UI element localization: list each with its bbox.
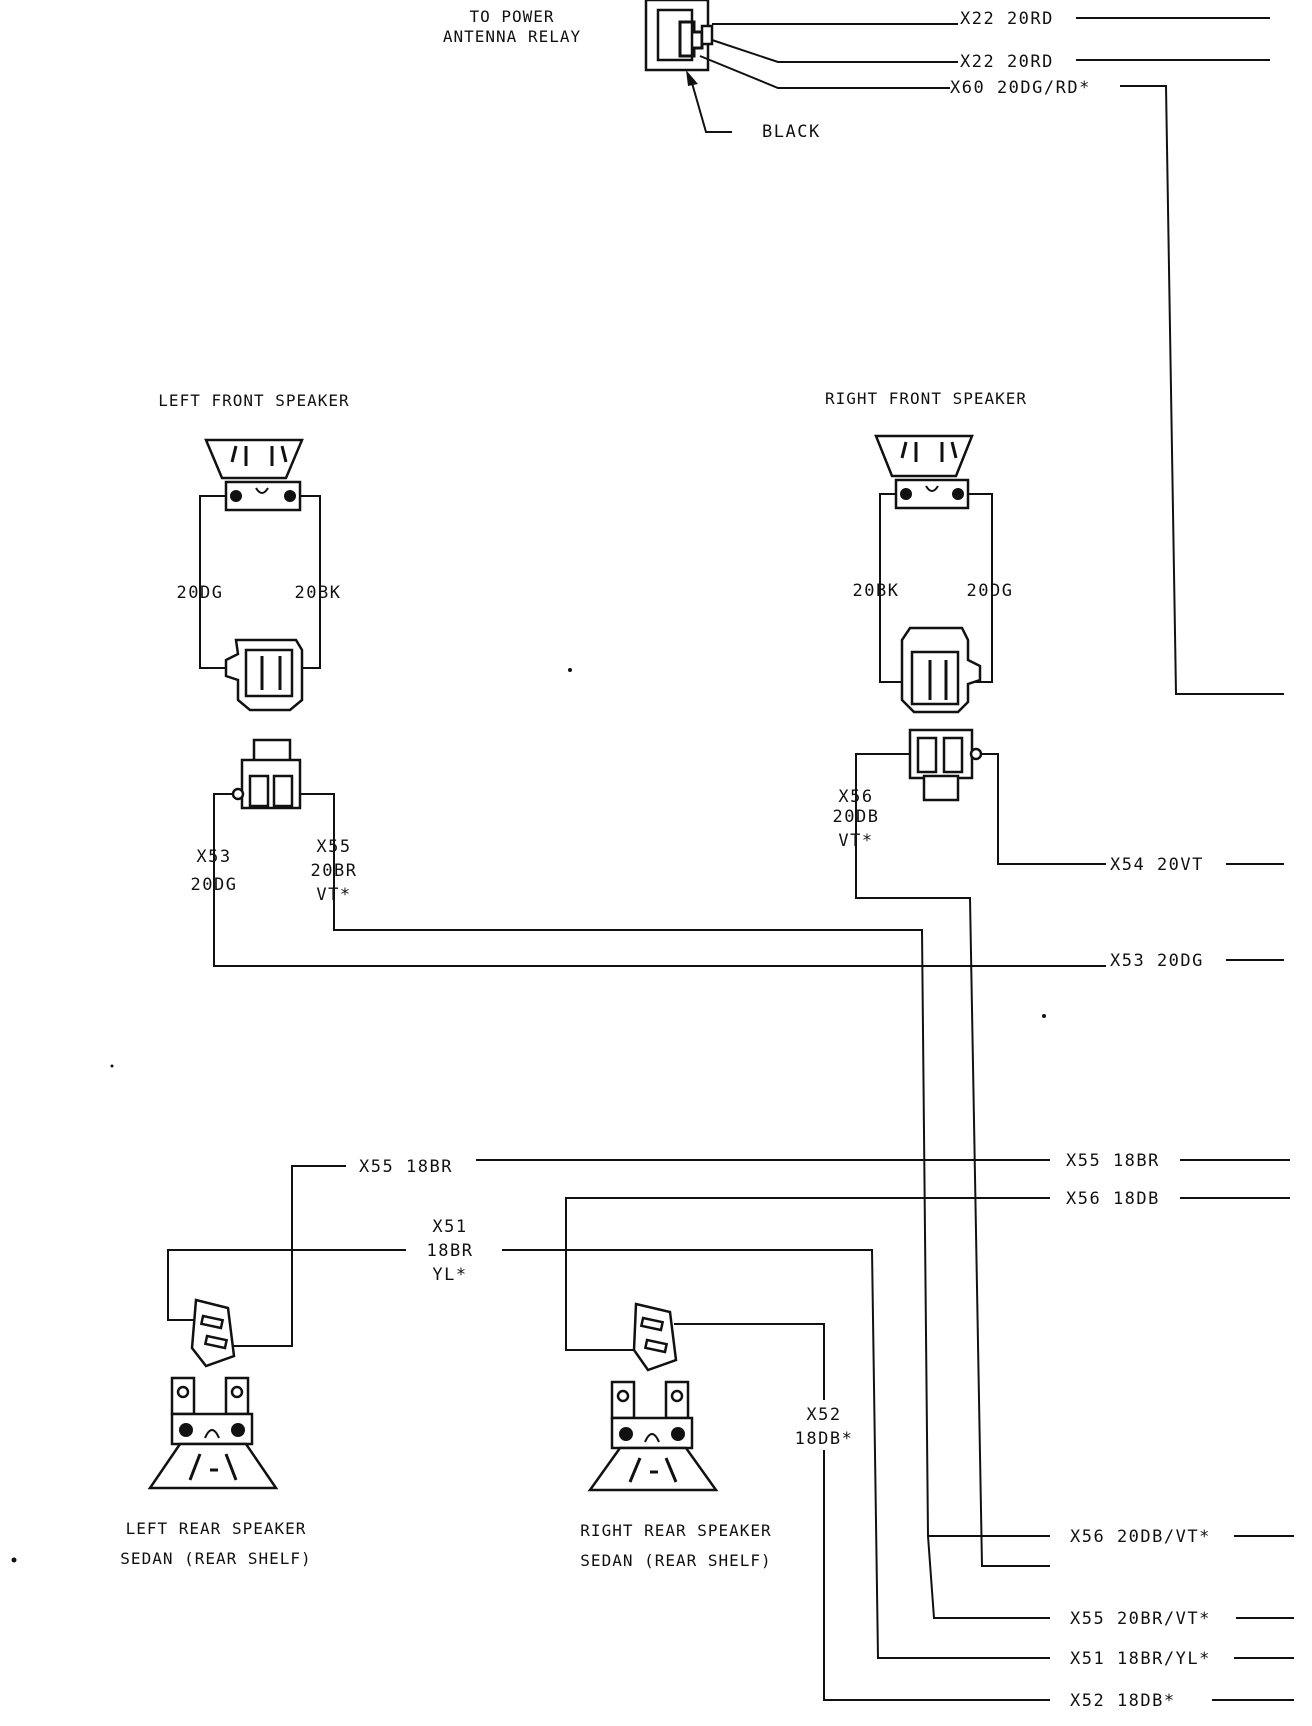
right-front-conn-a-line2: 20DB	[833, 807, 880, 827]
left-front-conn-b-line1: X55	[316, 837, 351, 857]
right-front-speaker	[874, 434, 974, 510]
relay-title-line2: ANTENNA RELAY	[443, 27, 581, 46]
x55-right-label: X55 18BR	[1066, 1151, 1160, 1171]
x55b-label: X55 20BR/VT*	[1070, 1609, 1211, 1629]
x52b-label: X52 18DB*	[1070, 1691, 1176, 1711]
x55-18br-label: X55 18BR	[359, 1157, 453, 1177]
right-front-harness-connector	[908, 728, 983, 802]
left-rear-speaker	[147, 1376, 279, 1490]
left-front-speaker-title: LEFT FRONT SPEAKER	[158, 391, 349, 410]
x51-line3: YL*	[432, 1265, 467, 1285]
relay-wire-3-label: X60 20DG/RD*	[950, 78, 1091, 98]
right-rear-speaker	[587, 1380, 719, 1492]
x51-line2: 18BR	[427, 1241, 474, 1261]
x60-long-run	[1120, 85, 1284, 695]
relay-color-label: BLACK	[762, 122, 821, 142]
black-arrow	[686, 70, 732, 133]
relay-wire-3	[699, 55, 950, 89]
x56-18db-run	[565, 1197, 1050, 1351]
left-front-harness-connector	[231, 738, 302, 810]
right-rear-title-line1: RIGHT REAR SPEAKER	[580, 1521, 771, 1540]
right-front-conn-a-line1: X56	[838, 787, 873, 807]
x54-label: X54 20VT	[1110, 855, 1204, 875]
right-front-speaker-plug	[900, 626, 982, 714]
x53-label: X53 20DG	[1110, 951, 1204, 971]
x52-line1: X52	[806, 1405, 841, 1425]
power-antenna-relay-connector	[644, 0, 714, 72]
x56-right-label: X56 18DB	[1066, 1189, 1160, 1209]
left-rear-title-line2: SEDAN (REAR SHELF)	[120, 1549, 311, 1568]
left-front-conn-a-line2: 20DG	[191, 875, 238, 895]
left-front-conn-b-line3: VT*	[316, 885, 351, 905]
x51b-label: X51 18BR/YL*	[1070, 1649, 1211, 1669]
x51-line1: X51	[432, 1217, 467, 1237]
x52-line2: 18DB*	[795, 1429, 854, 1449]
right-front-speaker-title: RIGHT FRONT SPEAKER	[825, 389, 1027, 408]
left-front-conn-a-line1: X53	[196, 847, 231, 867]
right-front-wire-b: 20DG	[967, 581, 1014, 601]
left-front-speaker	[204, 438, 304, 512]
relay-wire-2-label: X22 20RD	[960, 52, 1054, 72]
relay-wire-1-label: X22 20RD	[960, 9, 1054, 29]
left-front-speaker-plug	[224, 638, 304, 712]
left-rear-plug	[190, 1298, 236, 1368]
left-rear-title-line1: LEFT REAR SPEAKER	[126, 1519, 307, 1538]
relay-title-line1: TO POWER	[469, 7, 554, 26]
right-front-wire-a: 20BK	[853, 581, 900, 601]
right-front-conn-a-line3: VT*	[838, 831, 873, 851]
left-front-conn-b-line2: 20BR	[311, 861, 358, 881]
relay-wire-2	[711, 39, 958, 63]
left-front-wire-b: 20BK	[295, 583, 342, 603]
x56b-label: X56 20DB/VT*	[1070, 1527, 1211, 1547]
left-front-wire-a: 20DG	[177, 583, 224, 603]
scan-specks	[11, 668, 1046, 1563]
right-rear-title-line2: SEDAN (REAR SHELF)	[580, 1551, 771, 1570]
right-rear-plug	[632, 1302, 678, 1372]
